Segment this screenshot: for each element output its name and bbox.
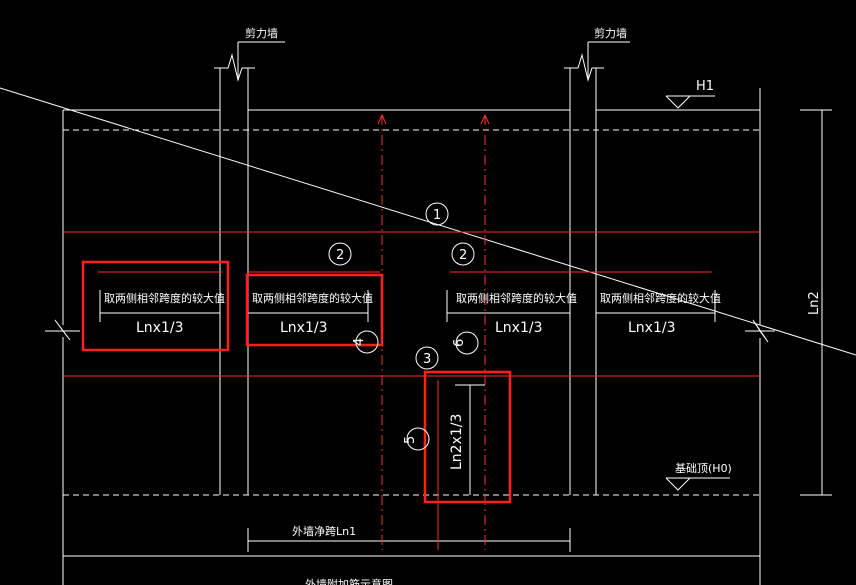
lnx-label-4: Lnx1/3 [628,320,676,336]
marker-number-6: 6 [452,339,467,347]
shear-wall-break-left [214,53,255,82]
highlight-box-2 [245,273,384,347]
shear-wall-label-left: 剪力墙 [245,26,278,40]
marker-circle-3 [415,346,439,370]
right-break-mark [745,319,775,343]
ln2x-label: Ln2x1/3 [449,414,465,470]
marker-number-1: 1 [433,208,441,223]
marker-circle-2a [328,242,352,266]
red-arrow [377,113,387,125]
bottom-note: 外墙附加筋示意图 [305,577,393,585]
shear-wall-break-right [564,53,604,82]
note-text-2: 取两侧相邻跨度的较大值 [252,291,373,305]
lnx-label-2: Lnx1/3 [280,320,328,336]
diagonal-line [0,87,856,356]
shear-wall-label-right: 剪力墙 [594,26,627,40]
marker-circle-1 [425,202,449,226]
marker-circle-6 [455,331,479,355]
foundation-elevation-marker [665,477,692,491]
highlight-box-1 [81,260,230,352]
marker-number-5: 5 [403,436,418,444]
note-text-4: 取两侧相邻跨度的较大值 [600,291,721,305]
marker-circle-4 [355,330,379,354]
highlight-box-3 [423,370,512,504]
lnx-label-3: Lnx1/3 [495,320,543,336]
h1-label: H1 [696,79,714,94]
marker-circle-5 [406,427,430,451]
marker-number-2a: 2 [336,248,344,263]
ln2-label: Ln2 [807,291,822,315]
red-arrow [480,113,490,125]
marker-circle-2b [451,242,475,266]
h1-elevation-marker [665,95,692,109]
left-break-mark [45,319,80,341]
foundation-label: 基础顶(H0) [675,462,732,475]
ln1-label: 外墙净跨Ln1 [292,524,356,538]
note-text-3: 取两侧相邻跨度的较大值 [456,291,577,305]
marker-number-3: 3 [423,352,431,367]
marker-number-4: 4 [352,338,367,346]
note-text-1: 取两侧相邻跨度的较大值 [104,291,225,305]
marker-number-2b: 2 [459,248,467,263]
lnx-label-1: Lnx1/3 [136,320,184,336]
